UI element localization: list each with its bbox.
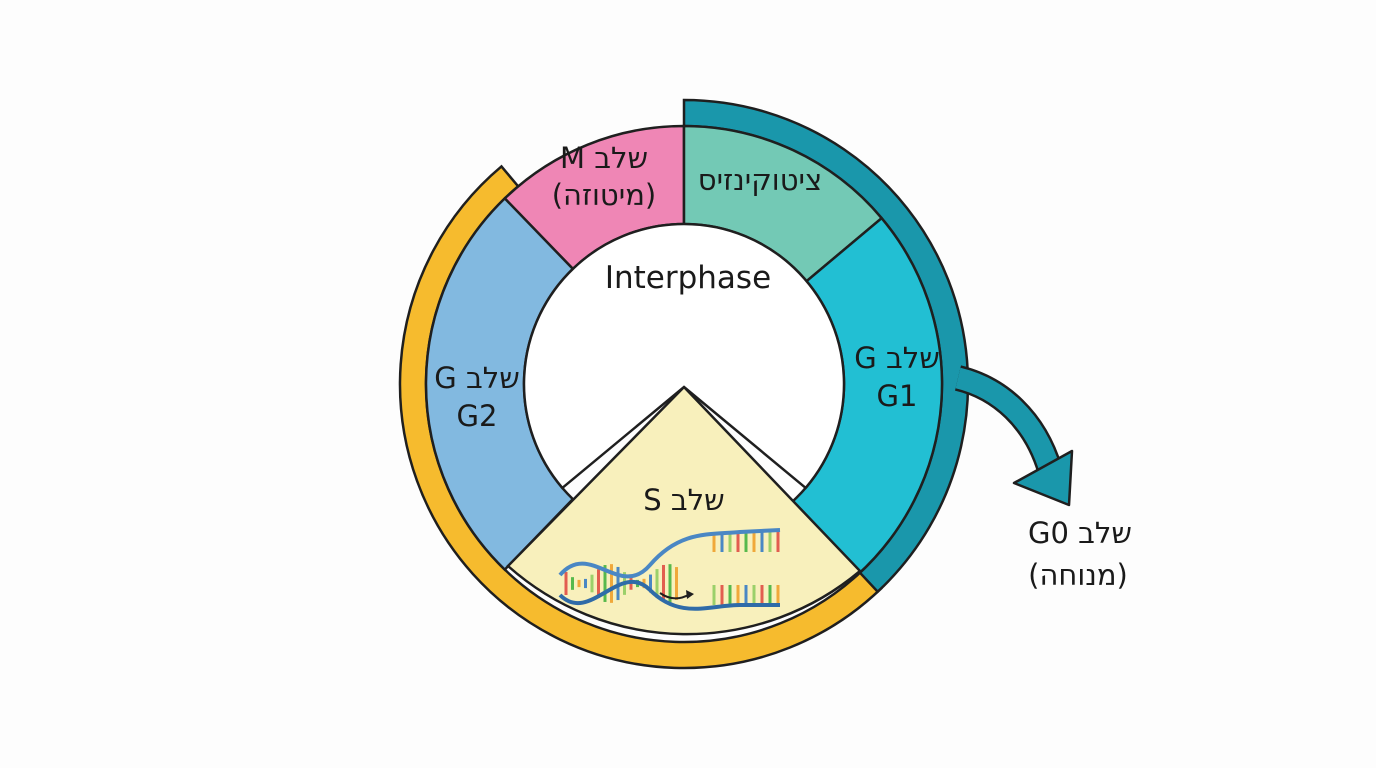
g2-phase-sublabel: G2 — [457, 399, 498, 433]
g0-phase-label: שלב G0 — [1028, 516, 1132, 550]
cytokinesis-label: ציטוקינזיס — [698, 163, 822, 197]
g0-phase-sublabel: (מנוחה) — [1028, 558, 1128, 592]
s-phase-label: שלב S — [643, 483, 724, 517]
g1-phase-label: שלב G — [854, 341, 940, 375]
s-phase-segment — [506, 385, 862, 636]
m-phase-sublabel: (מיטוזה) — [552, 178, 657, 212]
m-phase-label: שלב M — [560, 141, 648, 175]
dna-helix-icon — [558, 528, 781, 611]
g2-phase-label: שלב G — [434, 361, 520, 395]
g0-arrow-head-icon — [1012, 449, 1074, 507]
interphase-hub — [522, 222, 846, 490]
interphase-outer-band — [398, 164, 884, 670]
interphase-label: Interphase — [605, 260, 771, 296]
g0-exit-arrow-fill — [955, 367, 1061, 474]
g1-phase-sublabel: G1 — [877, 379, 918, 413]
